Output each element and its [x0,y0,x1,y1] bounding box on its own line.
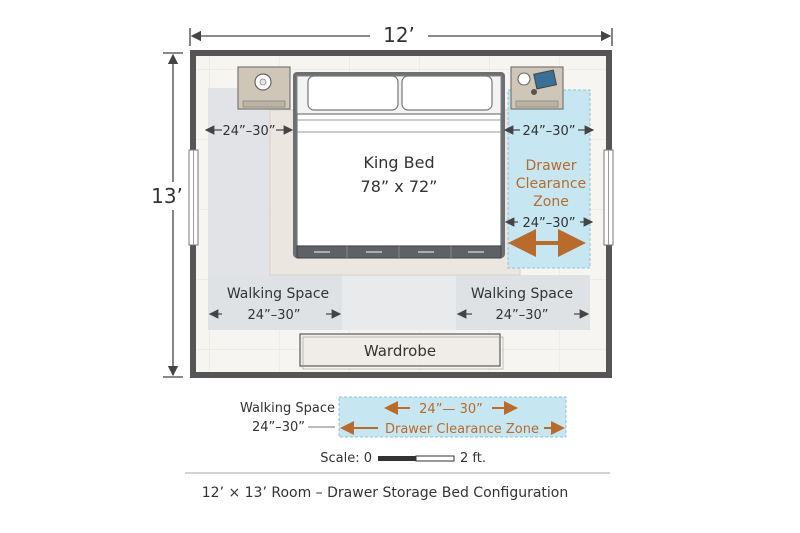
width-dimension: 12’ [189,22,613,48]
pillow-right [401,75,493,111]
wardrobe: Wardrobe [299,333,504,370]
bed-name: King Bed [363,153,434,172]
walking-left-title: Walking Space [227,286,329,302]
walking-zone-bottom-right [456,275,590,330]
drawer-zone-title-3: Zone [533,194,569,210]
height-dimension: 13’ [151,52,190,378]
nightstand-left [237,66,291,110]
drawer-zone-labels: Drawer Clearance Zone 24”–30” [504,158,594,257]
walking-zone-bottom-center [342,275,456,330]
right-bedside-dimension: 24”–30” [503,124,595,139]
caption: 12’ × 13’ Room – Drawer Storage Bed Conf… [202,485,569,501]
scale-bar-light [415,455,455,462]
wardrobe-label: Wardrobe [364,342,436,360]
left-bedside-dimension: 24”–30” [204,124,294,139]
legend-walking-dim: 24”–30” [252,420,305,435]
lamp-icon [517,72,531,86]
pillow-left [307,75,399,111]
bed-size: 78” x 72” [361,177,438,196]
nightstand-right [510,66,564,110]
walking-right-title: Walking Space [471,286,573,302]
left-bedside-label: 24”–30” [222,124,275,139]
walking-right-labels: Walking Space 24”–30” [456,286,590,323]
scale-suffix: 2 ft. [460,451,486,466]
walking-left-dim: 24”–30” [247,308,300,323]
photo-frame-icon [533,69,558,90]
window-right [603,149,614,246]
legend-drawer-swatch [338,396,567,438]
bed: King Bed 78” x 72” [293,72,505,259]
scale-bar-dark [378,456,416,461]
walking-zones [208,88,590,330]
walking-right-dim: 24”–30” [495,308,548,323]
drawer-zone-title-1: Drawer [526,158,577,174]
walking-left-labels: Walking Space 24”–30” [208,286,342,323]
drawer-zone-title-2: Clearance [516,176,586,192]
legend-walking-title: Walking Space [240,401,335,416]
walking-zone-bottom-left [208,275,342,330]
room-width-label: 12’ [383,23,415,47]
legend: Walking Space 24”–30” 24”— 30” Drawer Cl… [240,396,567,438]
mattress [296,113,502,247]
scale-bar: Scale: 0 2 ft. [320,451,486,466]
legend-drawer-dim: 24”— 30” [419,402,483,417]
legend-drawer-title: Drawer Clearance Zone [385,422,539,437]
scale-prefix: Scale: 0 [320,451,372,466]
drawer-zone-dim: 24”–30” [522,216,575,231]
room-height-label: 13’ [151,184,183,208]
right-bedside-label: 24”–30” [522,124,575,139]
window-left [188,149,199,246]
